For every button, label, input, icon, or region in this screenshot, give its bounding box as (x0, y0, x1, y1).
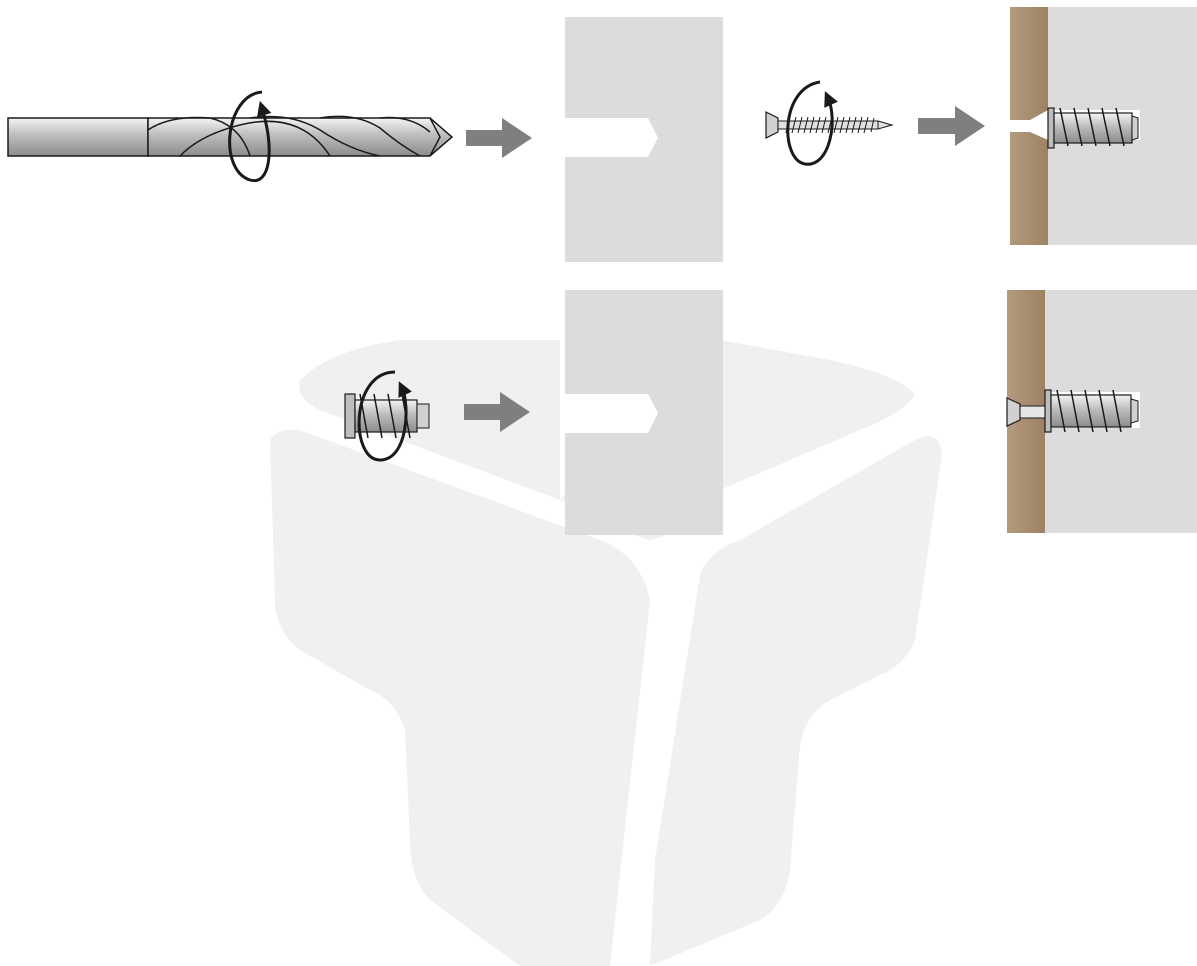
rotate-arrow-icon (357, 370, 412, 462)
rotate-arrow-icon (228, 90, 272, 183)
threaded-insert-icon (344, 393, 430, 439)
right-arrow-icon (918, 106, 985, 146)
wood-screw-icon (765, 111, 894, 139)
particle-board-with-hole (565, 290, 723, 535)
particle-board-with-hole (565, 17, 723, 262)
right-arrow-icon (464, 392, 530, 432)
wood-panel-with-insert-and-bolt (1006, 290, 1197, 533)
rotate-arrow-icon (786, 80, 838, 166)
right-arrow-icon (466, 118, 532, 158)
drill-bit-icon (7, 115, 454, 157)
wood-panel-with-screw (1010, 7, 1197, 245)
